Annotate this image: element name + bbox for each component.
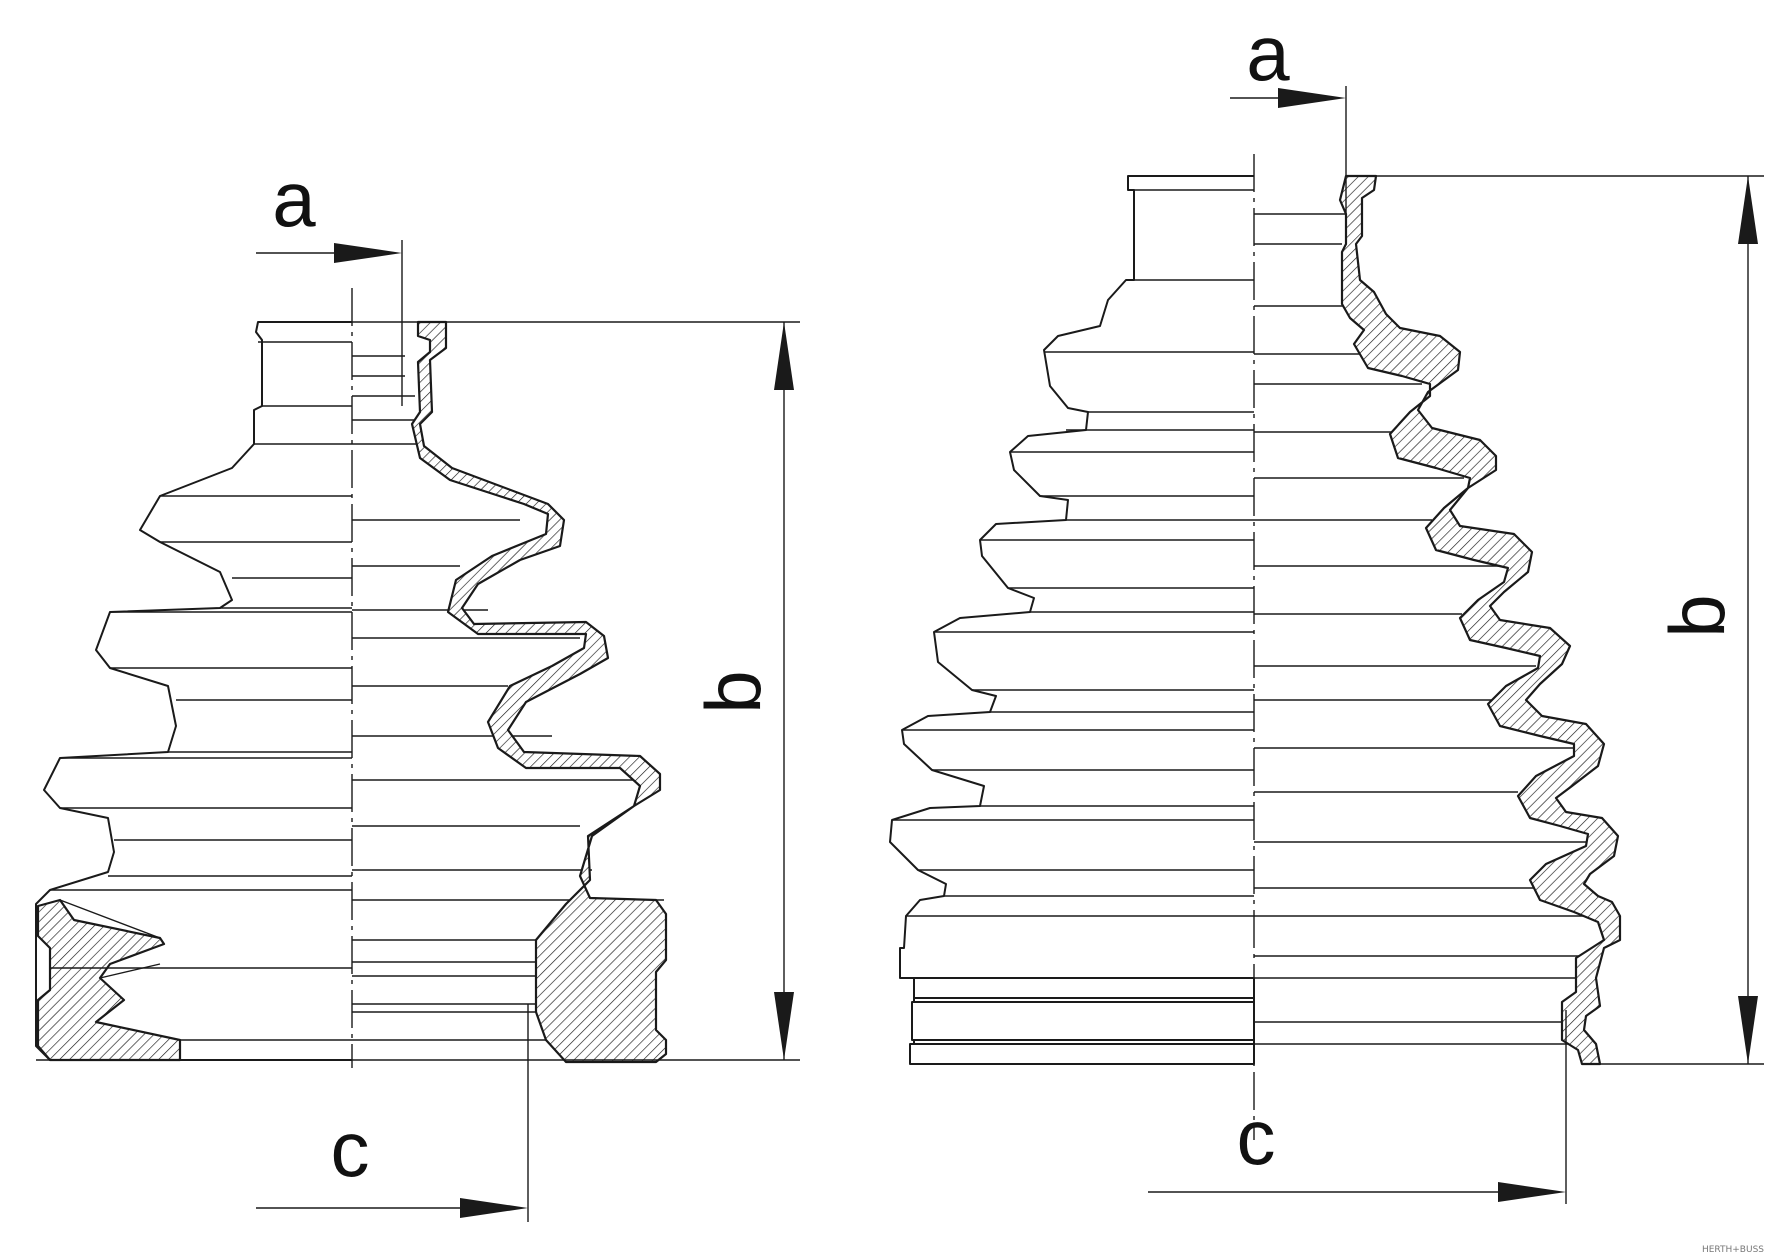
right-label-a: a — [1246, 9, 1290, 97]
watermark: HERTH+BUSS — [1702, 1245, 1764, 1255]
left-dimension-c: c — [256, 1004, 529, 1222]
right-dimension-c: c — [1148, 1010, 1567, 1204]
right-boot-base-rings — [909, 977, 1255, 1065]
left-label-c: c — [331, 1105, 370, 1193]
right-boot-band-lines — [892, 189, 1254, 917]
left-label-a: a — [272, 155, 316, 243]
left-boot-band-lines — [50, 341, 352, 1041]
left-boot-outline — [35, 321, 352, 1061]
left-boot-inner-notch — [59, 899, 161, 1023]
left-boot — [35, 288, 800, 1068]
left-boot-section-wall — [410, 320, 668, 1064]
left-dimension-b: b — [446, 321, 800, 1060]
left-dimension-a: a — [256, 155, 403, 406]
right-dimension-b: b — [1376, 175, 1764, 1064]
right-boot-outline — [889, 175, 1254, 979]
left-boot-section-left — [36, 898, 182, 1062]
left-label-b: b — [689, 670, 777, 713]
right-dimension-a: a — [1230, 9, 1347, 216]
right-boot-inner-lines — [1254, 213, 1620, 1045]
right-label-c: c — [1237, 1093, 1276, 1181]
right-boot — [889, 154, 1764, 1140]
right-boot-section-wall — [1338, 174, 1622, 1066]
right-label-b: b — [1653, 594, 1741, 637]
